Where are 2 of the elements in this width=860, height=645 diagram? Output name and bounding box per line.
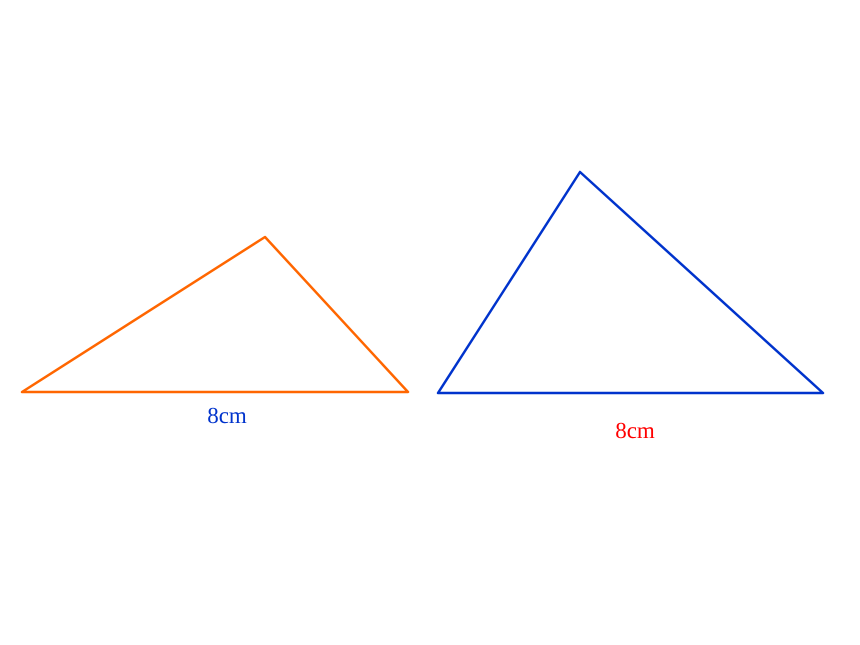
dimension-label: 8cm (615, 418, 655, 444)
dimension-label: 8cm (207, 403, 247, 429)
